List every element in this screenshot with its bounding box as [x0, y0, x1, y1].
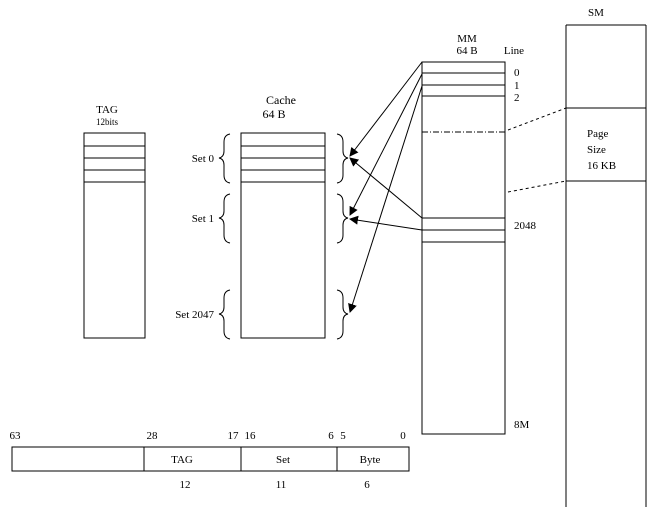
- main-memory: MM 64 B Line 0 1 2 2048 8M: [421, 33, 537, 435]
- bit-0-label: 0: [400, 430, 406, 442]
- set-2047-right-brace: [336, 289, 349, 340]
- bit-17-label: 17: [228, 430, 240, 442]
- cache-title: Cache: [266, 93, 296, 107]
- page-map-dashed-bottom: [507, 180, 567, 193]
- cache-array-box: [240, 132, 326, 339]
- mm-line-8m-label: 8M: [514, 419, 530, 431]
- bit-6-label: 6: [328, 430, 334, 442]
- tag-field-name: TAG: [171, 454, 193, 466]
- bit-63-label: 63: [10, 430, 22, 442]
- bit-5-label: 5: [340, 430, 346, 442]
- address-format-box: [11, 446, 410, 472]
- main-memory-line-size: 64 B: [456, 45, 477, 57]
- set-2047-left-brace: [218, 289, 231, 340]
- tag-array-box: [83, 132, 146, 339]
- tag-array: TAG 12bits: [83, 104, 146, 339]
- set-0-left-brace: [218, 133, 231, 184]
- secondary-memory-title: SM: [588, 7, 604, 19]
- tag-array-title: TAG: [96, 104, 118, 116]
- line-2049-to-set-1-arrow: [349, 215, 423, 231]
- page-map-dashed-top: [507, 107, 567, 131]
- secondary-memory: SM Page Size 16 KB: [507, 7, 647, 507]
- set-field-name: Set: [276, 454, 290, 466]
- sm-size-value: 16 KB: [587, 160, 616, 172]
- tag-array-bit-width: 12bits: [96, 117, 119, 127]
- sm-page-label: Page: [587, 128, 609, 140]
- line-2048-to-set-0-arrow: [349, 157, 423, 219]
- set-1-label: Set 1: [192, 213, 214, 225]
- set-0-label: Set 0: [192, 153, 215, 165]
- byte-field-name: Byte: [360, 454, 381, 466]
- cache-line-size: 64 B: [262, 107, 285, 121]
- mapping-arrows: [348, 61, 423, 313]
- mm-line-1-label: 1: [514, 80, 520, 92]
- sm-size-label: Size: [587, 144, 606, 156]
- line-1-to-set-1-arrow: [349, 73, 423, 216]
- bit-16-label: 16: [245, 430, 257, 442]
- bit-28-label: 28: [147, 430, 159, 442]
- mm-line-0-label: 0: [514, 67, 520, 79]
- tag-field-width: 12: [180, 479, 191, 491]
- set-1-right-brace: [336, 193, 349, 244]
- byte-field-width: 6: [364, 479, 370, 491]
- set-field-width: 11: [276, 479, 287, 491]
- address-format: 63 28 17 16 6 5 0 TAG Set Byte 12 11 6: [10, 430, 410, 491]
- line-0-to-set-0-arrow: [349, 61, 423, 157]
- main-memory-line-header: Line: [504, 45, 524, 57]
- set-0-right-brace: [336, 133, 349, 184]
- set-2047-label: Set 2047: [175, 309, 214, 321]
- mm-line-2048-label: 2048: [514, 220, 537, 232]
- cache-array: Cache 64 B Set 0 Set 1 Set 2047: [175, 93, 349, 340]
- main-memory-title: MM: [457, 33, 477, 45]
- mm-line-2-label: 2: [514, 92, 520, 104]
- set-1-left-brace: [218, 193, 231, 244]
- line-2-to-set-2047-arrow: [348, 85, 423, 313]
- main-memory-box: [421, 61, 506, 435]
